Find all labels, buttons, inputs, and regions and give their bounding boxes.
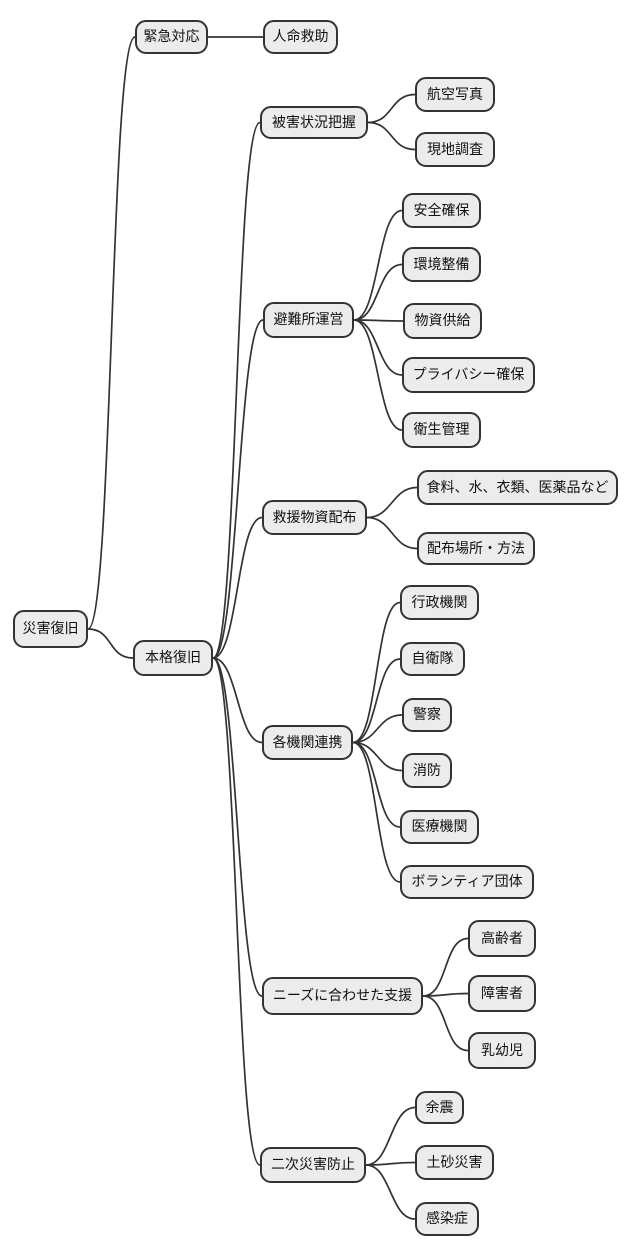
mindmap-node-landslide[interactable]: 土砂災害 bbox=[415, 1145, 494, 1180]
mindmap-node-infection[interactable]: 感染症 bbox=[415, 1202, 479, 1236]
edge-fullrecovery-agencies bbox=[212, 657, 263, 744]
edge-agencies-volunteer bbox=[352, 741, 401, 883]
mindmap-node-disabled[interactable]: 障害者 bbox=[468, 975, 536, 1012]
mindmap-node-medical[interactable]: 医療機関 bbox=[400, 810, 479, 844]
edge-fullrecovery-relief bbox=[212, 516, 263, 659]
mindmap-node-secondary[interactable]: 二次災害防止 bbox=[260, 1147, 366, 1183]
mindmap-node-emergency[interactable]: 緊急対応 bbox=[135, 20, 208, 54]
edge-relief-goods bbox=[366, 486, 418, 519]
mindmap-node-distribution[interactable]: 配布場所・方法 bbox=[417, 532, 535, 565]
mindmap-node-police[interactable]: 警察 bbox=[402, 698, 452, 732]
mindmap-node-government[interactable]: 行政機関 bbox=[400, 585, 479, 620]
mindmap-node-volunteer[interactable]: ボランティア団体 bbox=[400, 865, 534, 899]
edge-agencies-police bbox=[352, 714, 403, 744]
mindmap-node-aerial[interactable]: 航空写真 bbox=[415, 77, 495, 112]
mindmap-node-environment[interactable]: 環境整備 bbox=[402, 247, 481, 282]
edge-shelter-hygiene bbox=[353, 319, 403, 431]
edge-shelter-safety bbox=[353, 209, 403, 321]
edge-secondary-infection bbox=[365, 1164, 416, 1220]
edge-fullrecovery-damage bbox=[212, 121, 261, 659]
edge-agencies-sdf bbox=[352, 658, 401, 744]
edge-secondary-aftershock bbox=[365, 1106, 416, 1166]
mindmap-node-needs[interactable]: ニーズに合わせた支援 bbox=[262, 977, 423, 1015]
mindmap-node-sdf[interactable]: 自衛隊 bbox=[400, 642, 465, 676]
mindmap-node-lifesaving[interactable]: 人命救助 bbox=[263, 20, 338, 54]
edge-needs-disabled bbox=[422, 992, 469, 997]
mindmap-node-damage[interactable]: 被害状況把握 bbox=[260, 106, 368, 139]
mindmap-node-privacy[interactable]: プライバシー確保 bbox=[402, 357, 535, 393]
mindmap-node-infants[interactable]: 乳幼児 bbox=[468, 1032, 536, 1069]
mindmap-node-fieldsurvey[interactable]: 現地調査 bbox=[415, 132, 495, 167]
edge-root-emergency bbox=[87, 36, 136, 630]
edge-shelter-privacy bbox=[353, 319, 403, 376]
edge-relief-distribution bbox=[366, 516, 418, 550]
edge-shelter-supply bbox=[353, 319, 404, 322]
edge-secondary-landslide bbox=[365, 1161, 416, 1166]
edge-fullrecovery-needs bbox=[212, 657, 263, 997]
edge-agencies-medical bbox=[352, 741, 401, 828]
edge-damage-fieldsurvey bbox=[367, 121, 416, 151]
mindmap-node-fullrecovery[interactable]: 本格復旧 bbox=[133, 640, 213, 676]
mindmap-node-safety[interactable]: 安全確保 bbox=[402, 193, 481, 228]
mindmap-node-shelter[interactable]: 避難所運営 bbox=[263, 302, 354, 338]
edge-damage-aerial bbox=[367, 93, 416, 124]
edge-agencies-fire bbox=[352, 741, 403, 772]
edge-shelter-environment bbox=[353, 263, 403, 321]
edge-needs-elderly bbox=[422, 937, 469, 997]
mindmap-node-hygiene[interactable]: 衛生管理 bbox=[402, 412, 481, 448]
mindmap-node-supply[interactable]: 物資供給 bbox=[403, 303, 482, 339]
mindmap-node-root[interactable]: 災害復旧 bbox=[13, 610, 88, 648]
mindmap-node-aftershock[interactable]: 余震 bbox=[415, 1091, 464, 1124]
edge-needs-infants bbox=[422, 995, 469, 1052]
edge-fullrecovery-secondary bbox=[212, 657, 261, 1166]
mindmap-node-fire[interactable]: 消防 bbox=[402, 753, 452, 788]
mindmap-node-elderly[interactable]: 高齢者 bbox=[468, 920, 536, 957]
mindmap-node-goods[interactable]: 食料、水、衣類、医薬品など bbox=[417, 470, 618, 505]
mindmap-node-relief[interactable]: 救援物資配布 bbox=[262, 500, 367, 535]
mindmap-node-agencies[interactable]: 各機関連携 bbox=[262, 725, 353, 760]
edge-fullrecovery-shelter bbox=[212, 319, 264, 659]
edge-agencies-government bbox=[352, 601, 401, 744]
edge-root-fullrecovery bbox=[87, 628, 134, 659]
